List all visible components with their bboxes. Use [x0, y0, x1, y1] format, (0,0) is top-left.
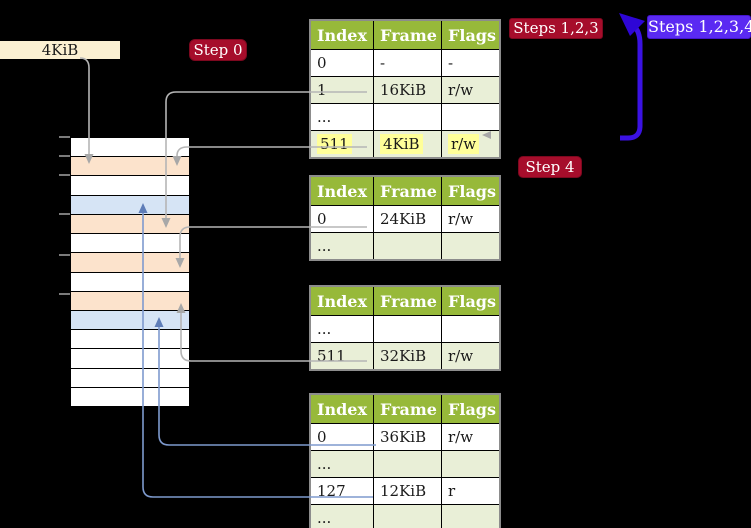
- memory-frame-row: [71, 253, 189, 273]
- cell-flags: [441, 450, 501, 478]
- cell-index: ...: [309, 232, 374, 261]
- table-header-row: Index Frame Flags: [309, 175, 501, 206]
- table-header-row: Index Frame Flags: [309, 285, 501, 316]
- cell-flags: -: [441, 49, 501, 77]
- memory-frame-row: [71, 195, 189, 215]
- table-row: ...: [309, 315, 501, 343]
- header-flags: Flags: [441, 175, 501, 206]
- cell-frame: [373, 232, 442, 261]
- table-row: 511 32KiB r/w: [309, 342, 501, 371]
- table-row: 0 - -: [309, 49, 501, 77]
- frame-size-label: 4KiB: [0, 41, 120, 59]
- steps-loop-arrow: [619, 13, 645, 141]
- highlight: 4KiB: [380, 134, 423, 154]
- page-table-level-3: Index Frame Flags ... 511 32KiB r/w: [309, 285, 501, 371]
- cell-frame: [373, 504, 442, 528]
- page-table-level-4: Index Frame Flags 0 36KiB r/w ... 127 12…: [309, 393, 501, 528]
- cell-index: ...: [309, 450, 374, 478]
- cell-flags: r/w: [441, 205, 501, 233]
- table-row: 127 12KiB r: [309, 477, 501, 505]
- memory-frame-row: [71, 234, 189, 254]
- table-row: ...: [309, 450, 501, 478]
- memory-frame-row: [71, 349, 189, 369]
- table-row-highlighted: 511 4KiB r/w: [309, 130, 501, 159]
- table-header-row: Index Frame Flags: [309, 19, 501, 50]
- table-row: ...: [309, 504, 501, 528]
- cell-flags: [441, 315, 501, 343]
- cell-frame: 36KiB: [373, 423, 442, 451]
- cell-flags: [441, 232, 501, 261]
- memory-frame-row: [71, 176, 189, 196]
- cell-frame: [373, 450, 442, 478]
- page-table-level-2: Index Frame Flags 0 24KiB r/w ...: [309, 175, 501, 261]
- header-flags: Flags: [441, 19, 501, 50]
- page-table-level-1: Index Frame Flags 0 - - 1 16KiB r/w ... …: [309, 19, 501, 159]
- header-index: Index: [309, 175, 374, 206]
- header-frame: Frame: [373, 175, 442, 206]
- cell-flags: r: [441, 477, 501, 505]
- table-row: 0 24KiB r/w: [309, 205, 501, 233]
- cell-flags: r/w: [441, 76, 501, 104]
- cell-frame: 24KiB: [373, 205, 442, 233]
- header-index: Index: [309, 19, 374, 50]
- cell-index: 127: [309, 477, 374, 505]
- cell-frame: [373, 315, 442, 343]
- memory-frame-row: [71, 387, 189, 407]
- memory-frame-row: [71, 330, 189, 350]
- table-row: 0 36KiB r/w: [309, 423, 501, 451]
- cell-flags: r/w: [441, 342, 501, 371]
- cell-flags: [441, 504, 501, 528]
- header-frame: Frame: [373, 19, 442, 50]
- cell-frame: 16KiB: [373, 76, 442, 104]
- header-frame: Frame: [373, 285, 442, 316]
- header-flags: Flags: [441, 285, 501, 316]
- cell-index: 511: [309, 342, 374, 371]
- memory-frame-row: [71, 214, 189, 235]
- cell-frame: [373, 103, 442, 131]
- physical-memory-stack: [70, 137, 190, 407]
- cell-index: ...: [309, 103, 374, 131]
- cell-index: 0: [309, 205, 374, 233]
- cell-frame: 32KiB: [373, 342, 442, 371]
- memory-frame-row: [71, 272, 189, 292]
- cell-index: 1: [309, 76, 374, 104]
- memory-frame-row: [71, 138, 189, 158]
- header-index: Index: [309, 285, 374, 316]
- cell-flags: [441, 103, 501, 131]
- cell-index: 511: [309, 130, 374, 159]
- step0-badge: Step 0: [189, 39, 247, 61]
- cell-index: 0: [309, 423, 374, 451]
- cell-frame: -: [373, 49, 442, 77]
- cell-index: ...: [309, 504, 374, 528]
- table-header-row: Index Frame Flags: [309, 393, 501, 424]
- cell-index: ...: [309, 315, 374, 343]
- memory-frame-row: [71, 368, 189, 388]
- highlight: 511: [317, 134, 352, 154]
- highlight: r/w: [448, 134, 480, 154]
- header-frame: Frame: [373, 393, 442, 424]
- cell-frame: 4KiB: [373, 130, 442, 159]
- table-row: ...: [309, 232, 501, 261]
- address-tick-marks: [59, 136, 70, 295]
- table-row: 1 16KiB r/w: [309, 76, 501, 104]
- steps-1234-badge: Steps 1,2,3,4: [647, 15, 751, 39]
- steps-123-badge: Steps 1,2,3: [509, 18, 603, 39]
- cell-index: 0: [309, 49, 374, 77]
- memory-frame-row: [71, 310, 189, 331]
- memory-frame-row: [71, 291, 189, 311]
- header-index: Index: [309, 393, 374, 424]
- step4-badge: Step 4: [518, 156, 582, 178]
- cell-flags: r/w: [441, 423, 501, 451]
- table-row: ...: [309, 103, 501, 131]
- header-flags: Flags: [441, 393, 501, 424]
- memory-frame-row: [71, 157, 189, 177]
- cell-frame: 12KiB: [373, 477, 442, 505]
- cell-flags: r/w: [441, 130, 501, 159]
